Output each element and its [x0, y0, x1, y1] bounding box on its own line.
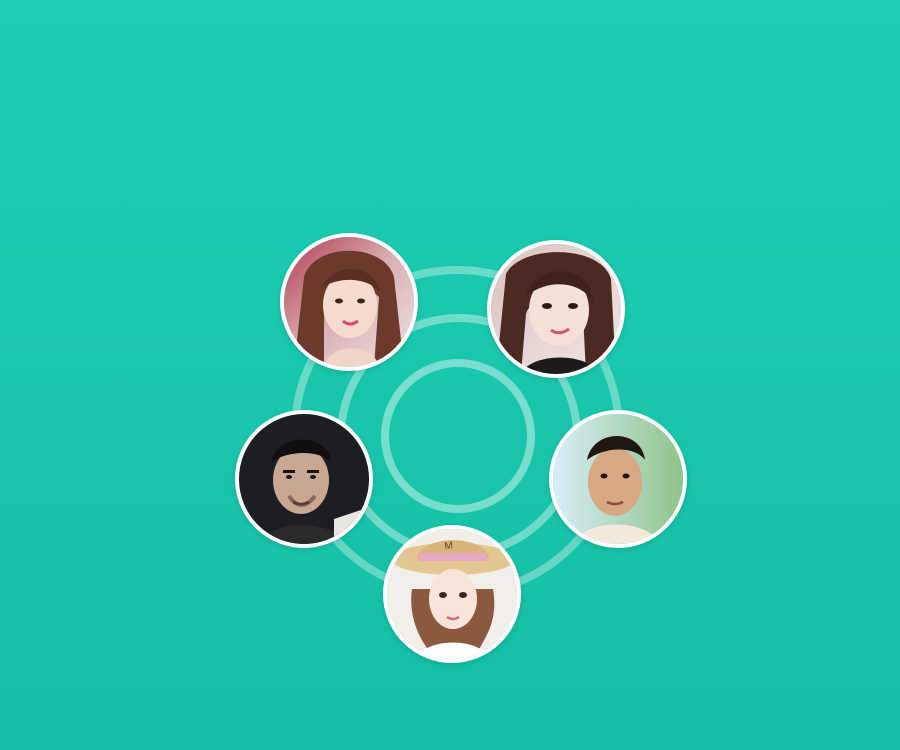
user-avatar-5[interactable]: M	[383, 525, 521, 663]
user-avatar-4[interactable]	[549, 410, 687, 548]
user-avatar-icon	[553, 414, 683, 544]
user-avatar-icon	[284, 237, 414, 367]
user-avatar-1[interactable]	[280, 233, 418, 371]
user-avatar-2[interactable]	[487, 240, 625, 378]
svg-text:M: M	[444, 540, 454, 552]
user-avatar-3[interactable]	[235, 410, 373, 548]
user-avatar-icon	[239, 414, 369, 544]
user-avatar-icon	[491, 244, 621, 374]
radar-ring-inner	[381, 359, 535, 513]
user-avatar-icon: M	[387, 529, 517, 659]
